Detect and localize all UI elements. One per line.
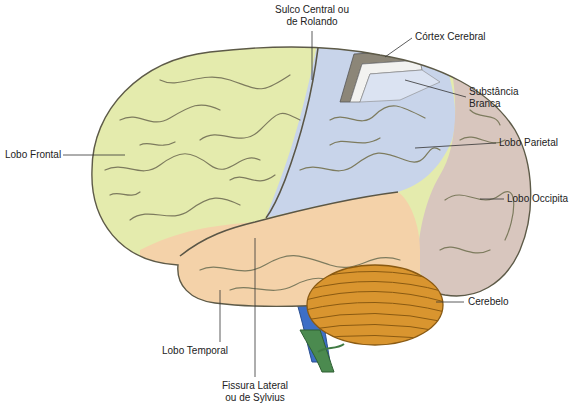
- leader-line: [220, 290, 221, 342]
- part-label: Lobo Parietal: [499, 137, 558, 149]
- part-label: Córtex Cerebral: [415, 31, 486, 43]
- part-label: Fissura Lateral ou de Sylvius: [218, 380, 292, 404]
- cerebrum-outline: [92, 47, 531, 306]
- brainstem-lower: [300, 330, 334, 372]
- leader-line: [63, 155, 125, 156]
- leader-line: [312, 31, 313, 80]
- part-label: Lobo Occipita: [507, 193, 568, 205]
- part-label: Lobo Frontal: [5, 149, 61, 161]
- leader-line: [480, 199, 504, 200]
- part-label: Substância Branca: [469, 86, 539, 110]
- lateral-fissure: [180, 192, 398, 256]
- part-label: Cerebelo: [468, 296, 509, 308]
- leader-line: [405, 80, 466, 97]
- leader-line: [255, 238, 256, 377]
- leader-line: [415, 143, 496, 148]
- occipital-lobe: [418, 40, 570, 320]
- gyri: [105, 75, 514, 290]
- central-sulcus: [266, 48, 318, 218]
- nerve: [318, 344, 344, 352]
- part-label: Sulco Central ou de Rolando: [275, 4, 349, 28]
- leader-lines: [63, 31, 504, 377]
- part-label: Lobo Temporal: [162, 345, 228, 357]
- leader-line: [385, 38, 412, 57]
- cerebellum-folia: [305, 271, 445, 342]
- leader-line: [436, 302, 464, 303]
